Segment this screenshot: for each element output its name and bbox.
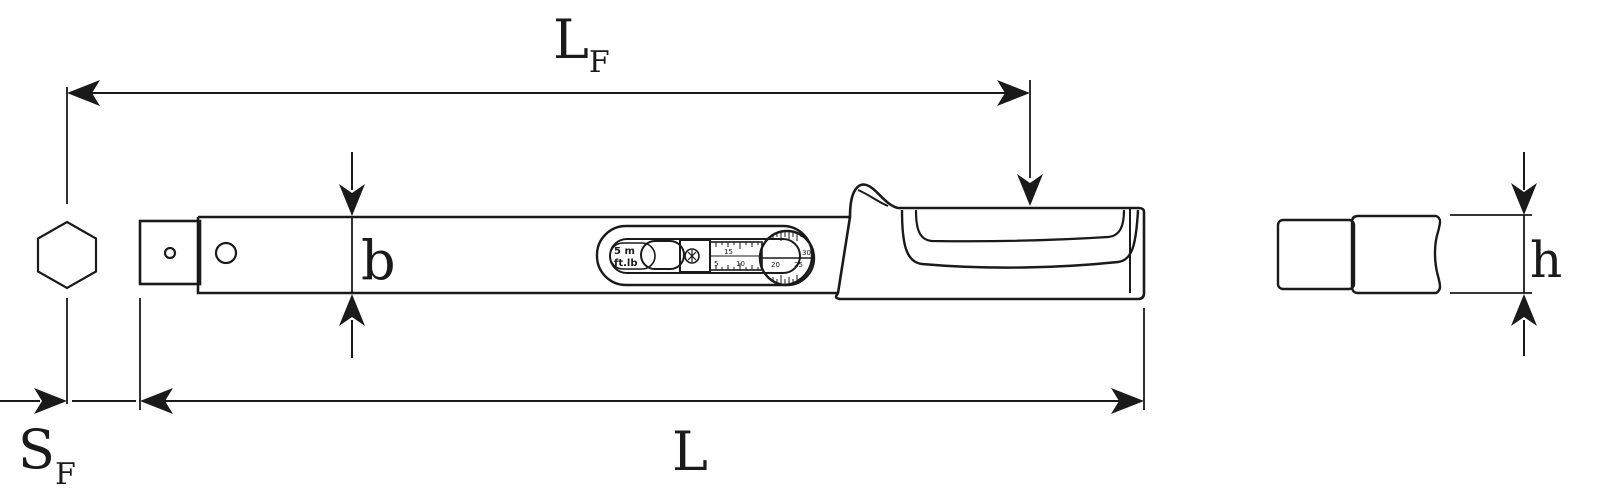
sf-dimension <box>0 388 136 414</box>
scale-mark-5: 5 <box>714 260 718 268</box>
sf-label: SF <box>18 418 76 492</box>
scale-window-slot <box>609 242 656 270</box>
square-drive-hole-icon <box>163 246 177 260</box>
dial-mark-25: 25 <box>794 261 803 269</box>
sf-label-main: S <box>18 418 55 481</box>
scale-unit-value: 5 m <box>614 246 635 257</box>
wrench-handle <box>834 183 1146 301</box>
b-dimension <box>339 152 365 358</box>
lf-label-sub: F <box>589 45 610 80</box>
tube-hole-icon <box>214 241 238 265</box>
handle-grip-outer <box>900 209 1140 269</box>
end-view-tube <box>1350 214 1442 295</box>
end-view <box>1276 214 1532 295</box>
dial-mark-30: 30 <box>802 249 811 257</box>
l-dimension <box>139 298 1145 414</box>
h-label: h <box>1530 231 1562 289</box>
hex-drive-symbol <box>36 220 98 290</box>
lf-dimension <box>67 80 1043 206</box>
dial-mark-20: 20 <box>771 261 780 269</box>
scale-strip-ticks <box>715 242 759 270</box>
lf-label-main: L <box>553 8 589 71</box>
square-drive-block <box>138 219 202 286</box>
scale-pointer <box>640 240 685 270</box>
h-dimension <box>1511 152 1537 356</box>
scale-mark-10: 10 <box>736 260 745 268</box>
wrench-tube <box>196 215 850 295</box>
scale-window-outer <box>595 224 814 287</box>
scale-unit-name: ft.lb <box>614 258 638 269</box>
sf-label-sub: F <box>55 457 76 492</box>
wrench-body: 5 m ft.lb 15 5 10 30 20 25 <box>138 183 1146 301</box>
b-label: b <box>361 229 396 292</box>
handle-grip-inner <box>914 209 1126 243</box>
lf-label: LF <box>553 8 610 80</box>
l-label: L <box>672 420 708 483</box>
lock-screw-icon <box>684 248 700 264</box>
scale-mark-15: 15 <box>724 248 733 256</box>
end-view-head <box>1276 218 1356 291</box>
